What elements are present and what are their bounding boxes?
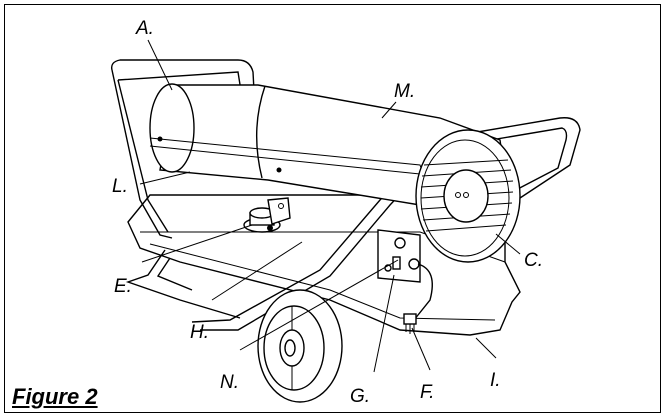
label-c: C.	[524, 250, 543, 271]
control-panel	[377, 229, 433, 334]
figure-caption: Figure 2	[12, 384, 98, 409]
label-f: F.	[420, 382, 434, 403]
leader-lines	[139, 39, 521, 373]
wheel	[257, 289, 343, 403]
label-g: G.	[350, 386, 370, 407]
label-l: L.	[112, 176, 128, 197]
figure-frame	[4, 4, 661, 413]
rear-grille	[415, 129, 521, 263]
fuel-cap	[243, 197, 291, 233]
label-h: H.	[190, 322, 209, 343]
label-n: N.	[220, 372, 239, 393]
label-e: E.	[114, 276, 132, 297]
label-a: A.	[135, 18, 154, 39]
label-m: M.	[394, 81, 415, 102]
label-i: I.	[490, 370, 501, 391]
